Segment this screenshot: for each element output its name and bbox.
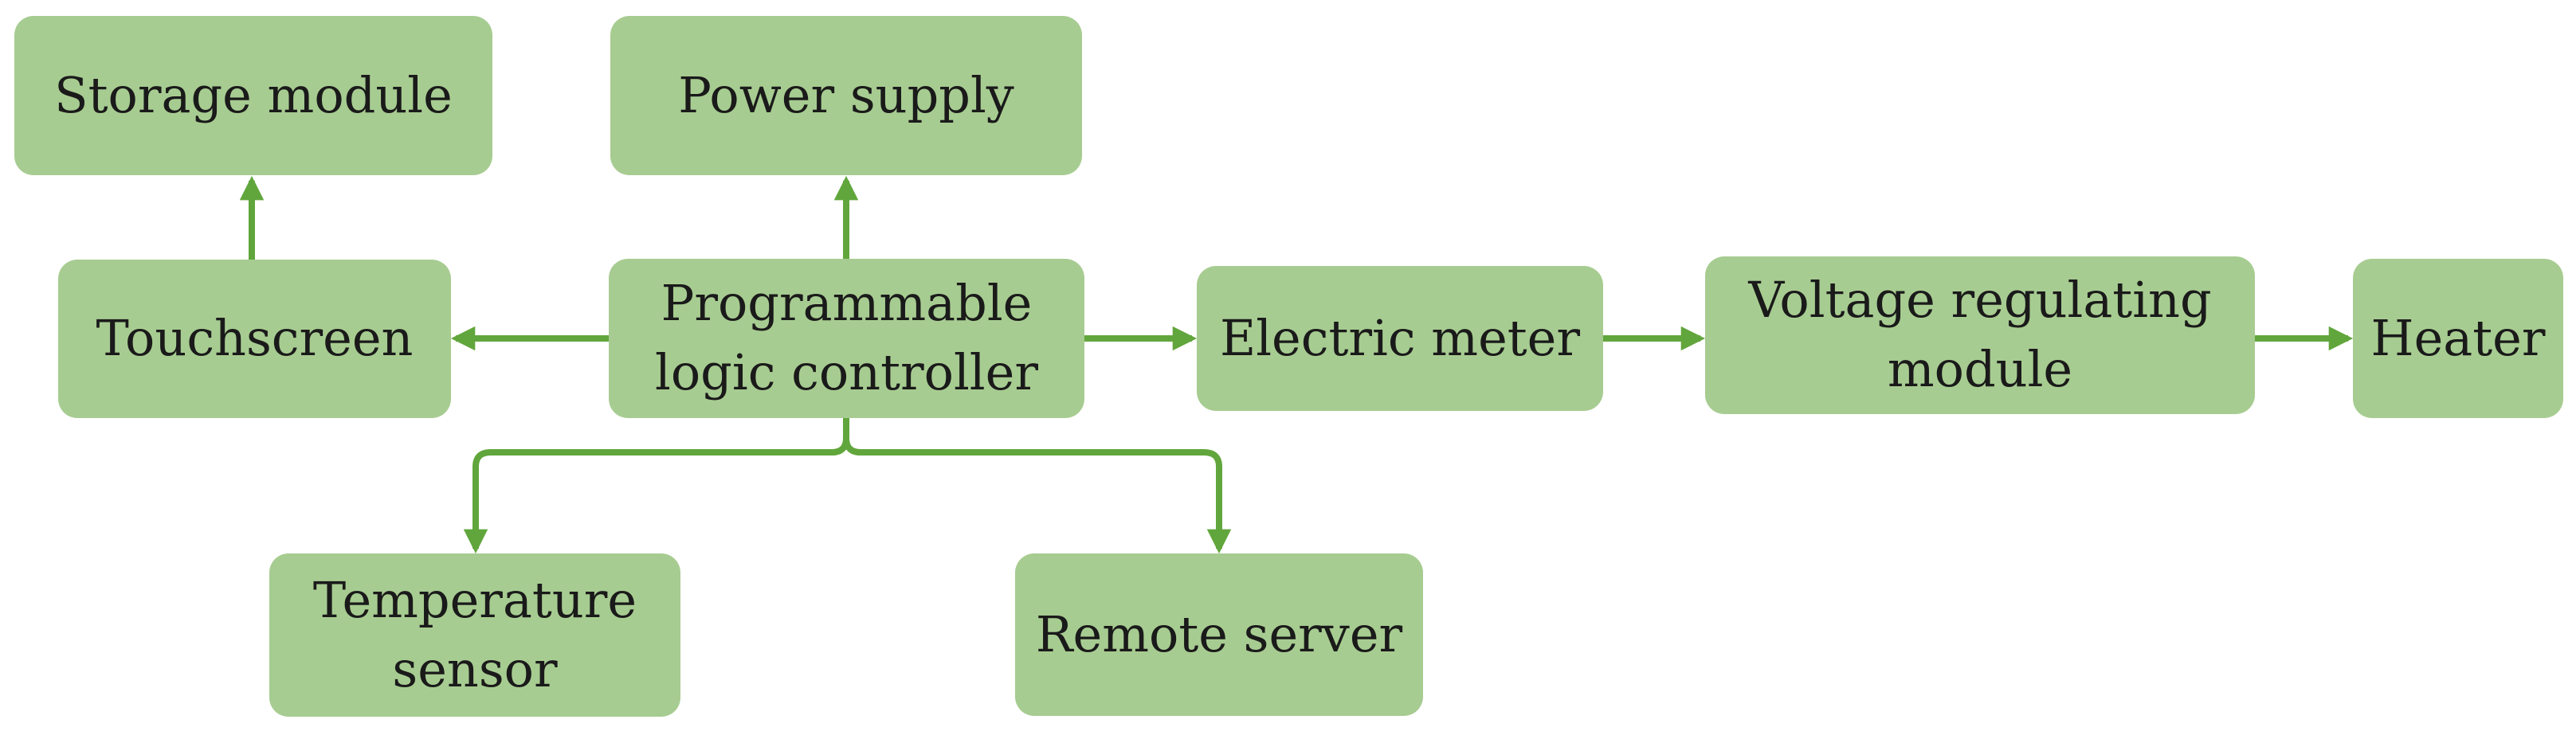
node-power-supply: Power supply [610, 16, 1082, 175]
node-storage-module: Storage module [14, 16, 492, 175]
node-programmable-logic-controller: Programmable logic controller [609, 259, 1084, 418]
node-label: Voltage regulating module [1748, 271, 2212, 398]
node-label: Temperature sensor [312, 570, 637, 698]
node-label: Remote server [1035, 604, 1403, 663]
node-electric-meter: Electric meter [1197, 266, 1603, 411]
node-label: Heater [2370, 308, 2546, 367]
node-label: Touchscreen [96, 309, 414, 368]
node-label: Electric meter [1219, 308, 1581, 367]
node-remote-server: Remote server [1015, 553, 1423, 716]
node-touchscreen: Touchscreen [58, 260, 451, 418]
node-label: Storage module [54, 65, 453, 124]
node-voltage-regulating-module: Voltage regulating module [1705, 256, 2255, 414]
node-temperature-sensor: Temperature sensor [269, 553, 680, 717]
node-label: Power supply [678, 65, 1014, 124]
arrow-plc-to-remote-server [843, 416, 1232, 554]
node-label: Programmable logic controller [655, 274, 1038, 401]
arrow-plc-to-temperature-sensor [463, 416, 849, 554]
node-heater: Heater [2353, 259, 2563, 418]
